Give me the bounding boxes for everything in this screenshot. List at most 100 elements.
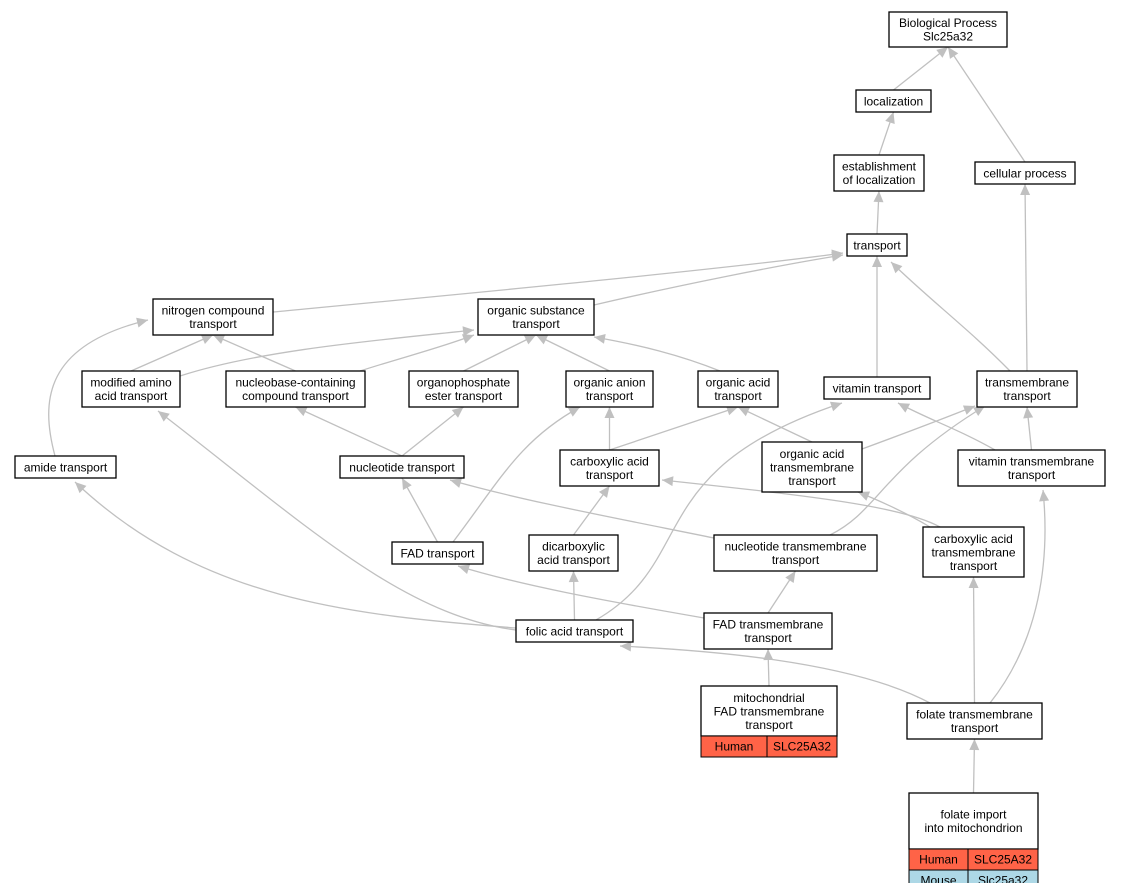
term-node-nucleotide-transport[interactable]: nucleotide transport (339, 455, 465, 479)
edge-localization-to-root (893, 46, 949, 91)
arrowhead-folic_acid_transport-to-dicarboxylic_acid_transport (568, 571, 579, 583)
edge-modified_amino_acid_transport-to-nitrogen_compound_transport (130, 334, 214, 372)
arrowhead-organic_acid_tm_transport-to-organic_acid_transport (738, 407, 751, 417)
gene-symbol: SLC25A32 (974, 853, 1032, 867)
term-label-line: folic acid transport (526, 624, 624, 638)
term-node-cellular-process[interactable]: cellular process (974, 161, 1076, 185)
term-label-line: modified amino (90, 376, 172, 390)
edge-organic_acid_tm_transport-to-organic_acid_transport (737, 406, 813, 443)
edge-transmembrane_transport-to-cellular_process (1024, 183, 1028, 372)
species-name: Human (715, 740, 754, 754)
term-node-localization[interactable]: localization (855, 89, 932, 113)
term-label-line: transport (1003, 389, 1051, 403)
term-box (906, 702, 1043, 740)
edge-nitrogen_compound_transport-to-transport (272, 252, 844, 313)
gene-cell (766, 735, 838, 758)
term-label-line: carboxylic acid (934, 532, 1013, 546)
edge-organic_substance_transport-to-transport (593, 254, 844, 306)
term-node-folic-acid-transport[interactable]: folic acid transport (515, 619, 634, 643)
term-box (152, 298, 274, 336)
term-box (703, 612, 833, 650)
term-label-line: transport (1008, 468, 1056, 482)
edge-folic_acid_transport-to-vitamin_transport (595, 402, 843, 621)
edge-transmembrane_transport-to-transport (890, 261, 1011, 372)
term-label-line: organic substance (487, 304, 585, 318)
term-label-line: vitamin transmembrane (969, 455, 1095, 469)
edge-modified_amino_acid_transport-to-organic_substance_transport (179, 329, 475, 377)
arrowhead-nucleotide_tm_transport-to-nucleotide_transport (450, 478, 462, 488)
term-label-line: acid transport (537, 553, 610, 567)
term-label-line: nucleotide transmembrane (724, 540, 866, 554)
term-label-line: compound transport (242, 389, 349, 403)
arrowhead-organic_acid_transport-to-organic_substance_transport (594, 333, 606, 344)
term-box (974, 161, 1076, 185)
term-label-line: Biological Process (899, 16, 997, 30)
arrowhead-fad_transport-to-organic_anion_transport (567, 407, 580, 417)
arrowhead-carboxylic_acid_transport-to-organic_anion_transport (604, 407, 615, 418)
term-box (855, 89, 932, 113)
arrowhead-carboxylic_acid_tm_transport-to-carboxylic_acid_transport (662, 476, 674, 487)
edge-folate_tm_transport-to-vitamin_tm_transport (989, 489, 1046, 704)
term-box (559, 449, 660, 487)
term-label-line: transport (772, 553, 820, 567)
term-label-line: nucleobase-containing (235, 376, 355, 390)
term-label-line: FAD transmembrane (713, 618, 824, 632)
term-label-line: dicarboxylic (542, 540, 605, 554)
edge-folate_tm_transport-to-folic_acid_transport (619, 645, 931, 704)
term-label-line: transport (744, 631, 792, 645)
term-label-line: organic acid (780, 447, 845, 461)
term-node-fad-transport[interactable]: FAD transport (391, 541, 484, 565)
arrowhead-folic_acid_transport-to-vitamin_transport (829, 401, 842, 412)
term-box (908, 792, 1039, 850)
arrowhead-folate_import-to-folate_tm_transport (969, 739, 980, 751)
term-node-transport[interactable]: transport (846, 233, 908, 257)
arrowhead-folate_tm_transport-to-carboxylic_acid_tm_transport (968, 577, 979, 589)
arrowhead-fad_transport-to-nucleotide_transport (402, 478, 412, 491)
term-node-amide-transport[interactable]: amide transport (14, 455, 117, 479)
term-label-line: mitochondrial (733, 691, 804, 705)
term-label-line: ester transport (425, 389, 503, 403)
graph-edges (48, 46, 1050, 794)
arrowhead-modified_amino_acid_transport-to-nitrogen_compound_transport (200, 334, 213, 345)
term-node-vitamin-transport[interactable]: vitamin transport (823, 376, 931, 400)
term-box (225, 370, 366, 408)
arrowhead-nucleotide_tm_transport-to-transmembrane_transport (973, 406, 985, 416)
term-box (697, 370, 779, 408)
edge-folic_acid_transport-to-modified_amino_acid_transport (157, 410, 517, 631)
arrowhead-localization-to-root (936, 47, 948, 58)
term-label-line: transport (512, 317, 560, 331)
arrowhead-transmembrane_transport-to-cellular_process (1020, 184, 1031, 196)
arrowhead-folic_acid_transport-to-amide_transport (75, 482, 87, 494)
edge-carboxylic_acid_tm_transport-to-carboxylic_acid_transport (661, 479, 941, 528)
edge-fad_transport-to-organic_anion_transport (452, 406, 581, 543)
edge-folate_tm_transport-to-carboxylic_acid_tm_transport (972, 576, 976, 704)
term-label-line: folate transmembrane (916, 708, 1033, 722)
term-label-line: transport (586, 389, 634, 403)
term-label-line: transport (745, 718, 793, 732)
edge-nucleotide_tm_transport-to-nucleotide_transport (449, 479, 715, 539)
arrowhead-establishment-to-localization (885, 112, 895, 125)
